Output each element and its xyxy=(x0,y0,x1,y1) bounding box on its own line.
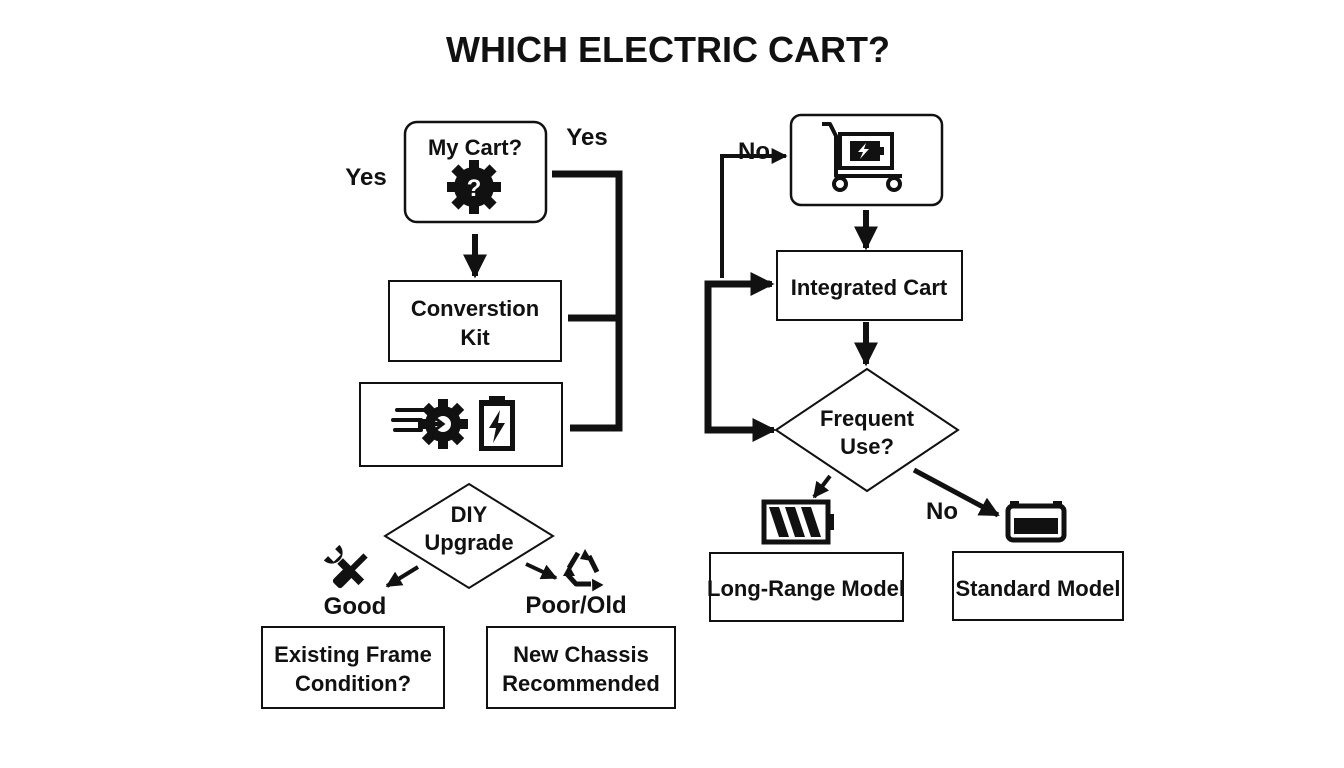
car-battery-icon xyxy=(1005,501,1067,543)
recycle-icon xyxy=(563,549,604,592)
node-conversion-kit[interactable]: Converstion Kit xyxy=(388,280,562,362)
node-existing-frame-line2: Condition? xyxy=(295,671,411,696)
node-new-chassis-line2: Recommended xyxy=(502,671,660,696)
node-existing-frame-line1: Existing Frame xyxy=(274,642,432,667)
svg-text:?: ? xyxy=(467,175,482,202)
node-diy-upgrade[interactable]: DIY Upgrade xyxy=(383,482,555,590)
node-diy-upgrade-line2: Upgrade xyxy=(424,530,513,555)
label-good: Good xyxy=(324,593,387,620)
node-integrated-cart-label: Integrated Cart xyxy=(791,275,948,300)
label-yes-left: Yes xyxy=(345,164,386,191)
edge-diy-to-good xyxy=(385,565,420,588)
node-new-chassis-line1: New Chassis xyxy=(513,642,649,667)
edge-diy-to-poor xyxy=(525,562,558,580)
node-new-chassis[interactable]: New Chassis Recommended xyxy=(486,626,676,709)
node-long-range-label: Long-Range Model xyxy=(707,576,905,601)
node-existing-frame[interactable]: Existing Frame Condition? xyxy=(261,626,445,709)
node-standard-model[interactable]: Standard Model xyxy=(952,551,1124,621)
node-cart-battery[interactable] xyxy=(789,113,944,207)
node-conversion-kit-line2: Kit xyxy=(460,325,490,350)
cart-battery-icon xyxy=(822,122,902,192)
label-no-right: No xyxy=(926,498,958,525)
node-my-cart-label: My Cart? xyxy=(428,135,522,160)
edge-yes-bracket xyxy=(552,170,623,432)
edge-frequent-to-longrange xyxy=(812,474,832,499)
page-title: WHICH ELECTRIC CART? xyxy=(446,29,890,70)
motor-gear-icon xyxy=(391,399,468,449)
edge-frequent-to-standard xyxy=(912,467,1000,518)
wrench-screwdriver-icon xyxy=(323,544,368,589)
node-frequent-use-line2: Use? xyxy=(840,434,894,459)
battery-full-icon xyxy=(761,499,834,545)
node-frequent-use[interactable]: Frequent Use? xyxy=(774,367,960,493)
label-no-top: No xyxy=(738,138,770,165)
node-frequent-use-line1: Frequent xyxy=(820,406,915,431)
node-diy-upgrade-line1: DIY xyxy=(451,502,488,527)
node-conversion-kit-line1: Converstion xyxy=(411,296,539,321)
node-integrated-cart[interactable]: Integrated Cart xyxy=(776,250,963,321)
edge-no-to-cart-battery xyxy=(720,148,788,278)
edge-left-bracket-main xyxy=(704,280,770,434)
gear-question-icon: ? xyxy=(447,160,501,214)
node-motor-battery[interactable] xyxy=(359,382,563,467)
label-yes-right: Yes xyxy=(566,124,607,151)
label-poor-old: Poor/Old xyxy=(525,592,626,619)
battery-bolt-icon xyxy=(479,396,515,451)
node-standard-label: Standard Model xyxy=(955,576,1120,601)
node-long-range-model[interactable]: Long-Range Model xyxy=(707,552,905,622)
node-my-cart[interactable]: My Cart? ? xyxy=(403,120,548,224)
